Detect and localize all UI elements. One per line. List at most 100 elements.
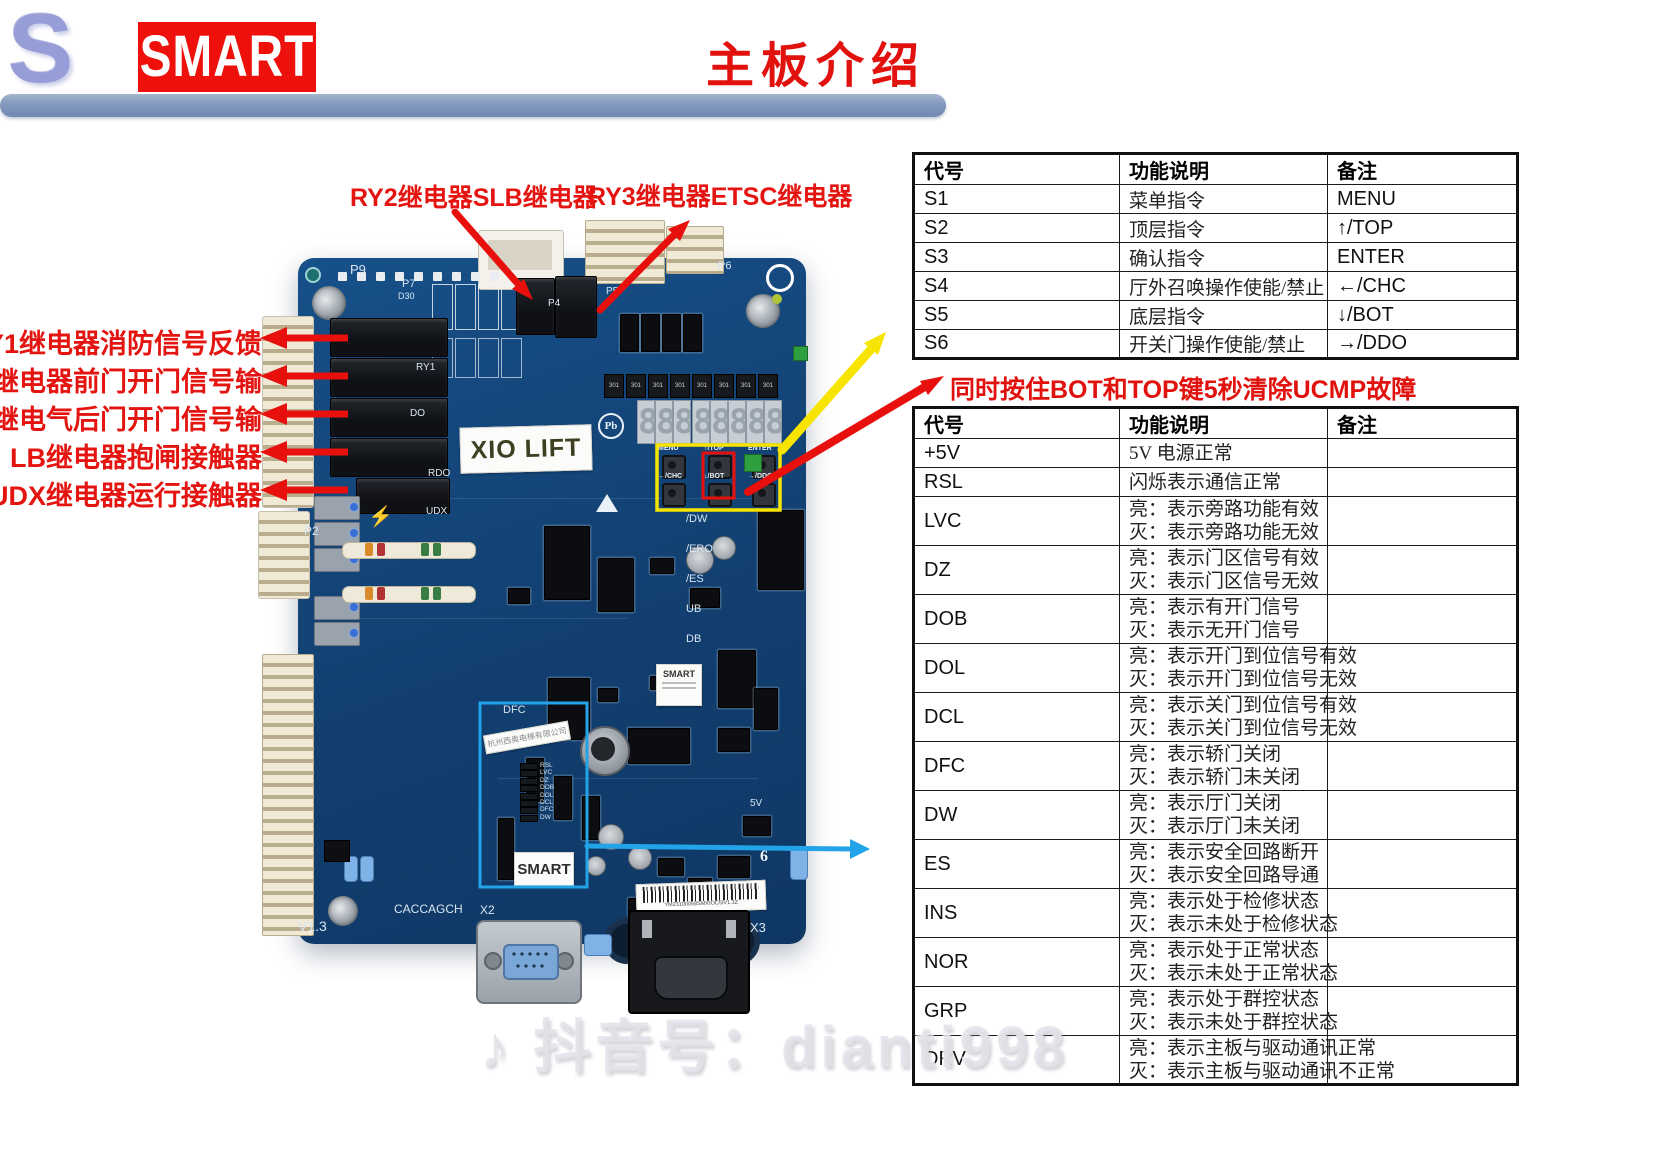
desc-line: 亮：表示旁路功能有效 <box>1129 499 1320 520</box>
silkscreen-text: /DW <box>686 513 708 525</box>
status-led <box>520 785 538 793</box>
column-header: 功能说明 <box>1119 407 1328 439</box>
desc-line: 灭：表示厅门未关闭 <box>1129 816 1301 837</box>
keypad-button-←/CHC[interactable] <box>662 483 686 507</box>
status-led-name: DZ <box>540 776 549 784</box>
silkscreen-p2: P2 <box>304 524 319 538</box>
silkscreen-x2: X2 <box>480 903 495 917</box>
desc-line: 灭：表示轿门未关闭 <box>1129 767 1301 788</box>
relay-ry1 <box>330 318 448 357</box>
smart-logo: SMART <box>138 22 316 92</box>
relay-rdo <box>330 398 448 437</box>
annotation-left-4: UDX继电器运行接触器 <box>0 481 262 511</box>
desc-line: 灭：表示无开门信号 <box>1129 620 1301 641</box>
desc-line: 亮：表示厅门关闭 <box>1129 793 1282 814</box>
status-led <box>520 792 538 800</box>
annotation-left-3: LB继电器抱闸接触器 <box>10 443 262 473</box>
annotation-left-1: D0继电器前门开门信号输 <box>0 367 262 397</box>
keypad-button-↓/BOT[interactable] <box>708 483 732 507</box>
ic-chip <box>628 728 690 764</box>
green-trimmer <box>744 454 762 472</box>
desc-cell: 亮：表示轿门关闭灭：表示轿门未关闭 <box>1119 741 1328 791</box>
coin-battery <box>580 726 630 776</box>
desc-cell: 亮：表示门区信号有效灭：表示门区信号无效 <box>1119 545 1328 595</box>
pin-pad <box>376 272 385 281</box>
desc-line: 亮：表示开门到位信号有效 <box>1129 646 1358 667</box>
status-led <box>520 807 538 815</box>
pin-pad <box>452 272 461 281</box>
code-cell: S2 <box>913 213 1120 243</box>
blue-led <box>350 603 358 611</box>
desc-line: 灭：表示安全回路导通 <box>1129 865 1320 886</box>
annotation-left-0: RY1继电器消防信号反馈 <box>0 329 262 359</box>
silkscreen-p4: P4 <box>548 298 561 309</box>
pb-mark: Pb <box>598 413 624 439</box>
note-cell <box>1327 986 1518 1036</box>
annotation-left-2: RD0继电气后门开门信号输 <box>0 405 262 435</box>
table-header-row: 代号功能说明备注 <box>913 407 1518 439</box>
status-led <box>520 800 538 807</box>
desc-line: 亮：表示安全回路断开 <box>1129 842 1320 863</box>
diode-pack <box>662 314 681 352</box>
silkscreen-p5: P5 <box>606 286 619 297</box>
relay-footprint <box>478 284 499 330</box>
note-cell <box>1327 1035 1518 1085</box>
silkscreen-x3: X3 <box>750 920 766 935</box>
status-led <box>520 770 538 778</box>
ic-chip <box>508 588 530 604</box>
desc-line: 亮：表示处于群控状态 <box>1129 989 1320 1010</box>
relay-lb <box>330 438 448 477</box>
status-led <box>520 763 538 770</box>
button-silk-label: ↓/BOT <box>704 473 725 480</box>
diode-pack <box>620 314 639 352</box>
note-cell <box>1327 741 1518 791</box>
silkscreen-v1.3: V1.3 <box>298 918 327 934</box>
capacitor <box>598 824 624 850</box>
resistor-network: 301 <box>648 374 668 398</box>
code-cell: NOR <box>913 937 1120 987</box>
header-connector-p6 <box>666 226 724 274</box>
desc-cell: 5V 电源正常 <box>1119 438 1328 468</box>
seven-segment-digit: 8 <box>746 400 764 444</box>
optocoupler-module <box>314 622 360 646</box>
title-underline-bar <box>0 94 946 117</box>
note-cell <box>1327 467 1518 497</box>
silkscreen-text: UB <box>686 603 702 615</box>
silkscreen-p6: P6 <box>718 260 732 272</box>
smart-ic-text: SMART <box>663 669 695 679</box>
table-head: 代号功能说明备注 <box>913 407 1518 439</box>
resistor-network: 301 <box>758 374 778 398</box>
seven-segment-digit: 8 <box>692 400 710 444</box>
status-led-name: DCL <box>540 799 554 806</box>
desc-cell: 亮：表示关门到位信号有效灭：表示关门到位信号无效 <box>1119 692 1357 742</box>
page-title: 主板介绍 <box>706 40 927 93</box>
desc-line: 灭：表示门区信号无效 <box>1129 571 1320 592</box>
blue-jumper <box>360 856 374 882</box>
brand-6-logo: 6 <box>760 848 768 865</box>
lightning-icon: ⚡ <box>368 506 393 528</box>
diode-pack <box>683 314 702 352</box>
x3-connector <box>628 910 750 1014</box>
annotation-ry2: RY2继电器SLB继电器 <box>350 184 598 212</box>
silkscreen-text: /ERO <box>686 543 713 555</box>
desc-cell: 亮：表示旁路功能有效灭：表示旁路功能无效 <box>1119 496 1328 546</box>
edge-connector-p3 <box>262 316 314 508</box>
pin-pad <box>357 272 366 281</box>
status-led <box>520 777 538 785</box>
desc-line: 灭：表示未处于检修状态 <box>1129 914 1339 935</box>
cyan-arrow-head <box>850 839 870 859</box>
keypad-button-→/DDO[interactable] <box>752 483 776 507</box>
note-cell <box>1327 594 1518 644</box>
desc-cell: 开关门操作使能/禁止 <box>1119 329 1328 359</box>
blue-led <box>350 503 358 511</box>
code-cell: RSL <box>913 467 1120 497</box>
